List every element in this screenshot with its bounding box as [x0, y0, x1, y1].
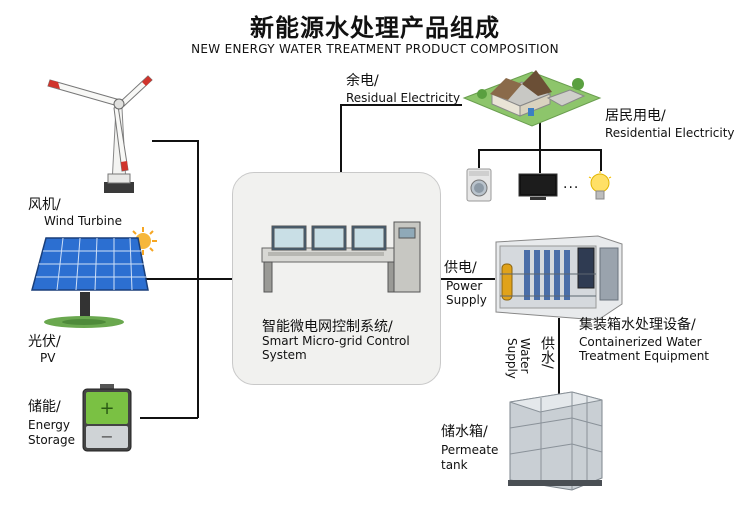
wind-turbine-icon — [47, 75, 153, 193]
page-subtitle: NEW ENERGY WATER TREATMENT PRODUCT COMPO… — [191, 42, 559, 56]
power-supply-label-en-2: Supply — [446, 293, 487, 307]
container-label-zh: 集装箱水处理设备/ — [579, 317, 696, 333]
svg-text:−: − — [100, 427, 113, 446]
tank-label-en-2: tank — [441, 458, 468, 472]
hub-label-zh: 智能微电网控制系统/ — [262, 319, 393, 335]
power-supply-label-zh: 供电/ — [444, 260, 477, 276]
tank-label-en-1: Permeate — [441, 443, 499, 457]
connector-power-supply — [439, 278, 495, 280]
hub-label-en-1: Smart Micro-grid Control — [262, 334, 410, 348]
power-supply-label-en-1: Power — [446, 279, 483, 293]
tv-icon — [518, 173, 558, 200]
house-icon — [462, 70, 602, 127]
connector-wind — [152, 140, 198, 142]
residual-label-zh: 余电/ — [346, 73, 379, 89]
connector-bulb-drop — [600, 149, 602, 171]
water-tank-icon — [508, 391, 603, 491]
connector-tv-drop — [539, 149, 541, 173]
pv-label-en: PV — [40, 351, 56, 365]
appliance-ellipsis: ··· — [563, 180, 580, 196]
residual-label-en: Residual Electricity — [346, 91, 461, 105]
svg-text:+: + — [99, 398, 114, 419]
pv-label-zh: 光伏/ — [28, 334, 61, 350]
lightbulb-icon — [588, 171, 612, 200]
connector-residual-horizontal — [340, 104, 462, 106]
water-supply-label-zh: 供水/ — [539, 336, 555, 369]
connector-water-supply — [558, 318, 560, 396]
control-console-icon — [261, 221, 421, 293]
residential-label-en: Residential Electricity — [605, 126, 735, 140]
page-title: 新能源水处理产品组成 — [250, 14, 500, 42]
water-supply-label-en-1: Water — [518, 338, 532, 374]
solar-panel-icon — [31, 237, 149, 328]
storage-label-en-2: Storage — [28, 433, 75, 447]
battery-icon: + − — [82, 384, 132, 452]
connector-storage — [140, 417, 198, 419]
connector-pv — [146, 278, 198, 280]
residential-label-zh: 居民用电/ — [605, 108, 666, 124]
connector-residual-vertical — [340, 104, 342, 173]
wind-label-en: Wind Turbine — [44, 214, 122, 228]
container-label-en-1: Containerized Water — [579, 335, 702, 349]
wind-label-zh: 风机/ — [28, 197, 61, 213]
connector-washer-drop — [478, 149, 480, 168]
tank-label-zh: 储水箱/ — [441, 424, 488, 440]
washing-machine-icon — [466, 168, 492, 202]
container-label-en-2: Treatment Equipment — [579, 349, 710, 363]
storage-label-en-1: Energy — [28, 418, 71, 432]
hub-label-en-2: System — [262, 348, 307, 362]
storage-label-zh: 储能/ — [28, 399, 61, 415]
connector-house-down — [539, 122, 541, 150]
container-equipment-icon — [495, 235, 623, 321]
water-supply-label-en-2: Supply — [505, 338, 519, 379]
connector-hub-in — [197, 278, 233, 280]
